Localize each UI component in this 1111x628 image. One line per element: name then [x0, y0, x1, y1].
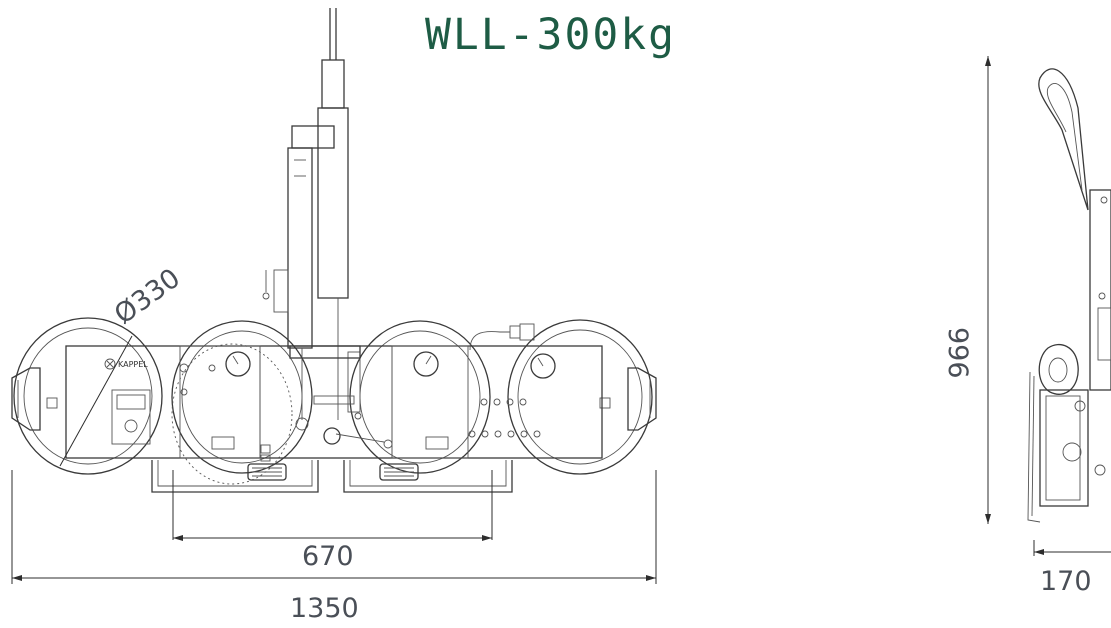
dimension-depth: 170: [1040, 566, 1092, 597]
logo-text: KAPPEL: [118, 360, 148, 369]
indicator-dots: [468, 398, 541, 438]
vacuum-pad-2: [171, 320, 313, 474]
load-limit-title: WLL-300kg: [425, 10, 676, 60]
diameter-leader: [59, 335, 133, 467]
dimension-inner-width: 670: [302, 541, 354, 572]
vacuum-pad-4: [507, 319, 657, 475]
kappel-logo: KAPPEL: [104, 358, 148, 370]
dimension-total-width: 1350: [290, 593, 359, 624]
vacuum-gauge-middle: [413, 351, 439, 377]
front-dimension-lines: [11, 470, 657, 584]
vacuum-gauge-right: [530, 353, 556, 379]
vacuum-gauge-left: [225, 351, 251, 377]
side-dimension-lines: [985, 56, 1111, 556]
front-view: KAPPEL: [11, 8, 657, 493]
vacuum-pad-1: [11, 317, 163, 475]
side-view: [1027, 68, 1111, 523]
dimension-height: 996: [942, 327, 973, 379]
vacuum-pad-3: [349, 320, 491, 474]
lifting-column: [262, 8, 393, 449]
